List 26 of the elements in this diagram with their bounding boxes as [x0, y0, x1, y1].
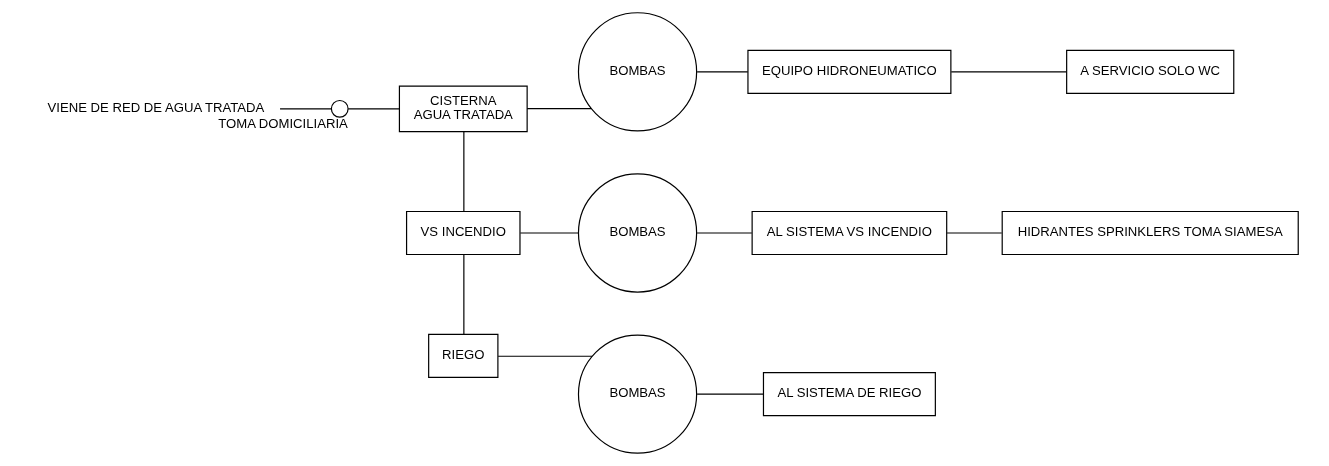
connector	[696, 393, 764, 395]
node-box: AL SISTEMA DE RIEGO	[762, 372, 936, 417]
connector	[462, 254, 464, 335]
connector	[278, 108, 332, 110]
connector	[526, 107, 592, 110]
connector	[696, 71, 748, 73]
connector	[696, 232, 752, 234]
node-box: HIDRANTES SPRINKLERS TOMA SIAMESA	[1001, 210, 1299, 256]
node-text: VIENE DE RED DE AGUA TRATADA	[47, 100, 264, 116]
connector	[462, 131, 464, 212]
node-circle	[330, 99, 349, 118]
node-label: TOMA DOMICILIARIA	[217, 115, 348, 131]
connector	[497, 355, 593, 357]
connector	[519, 232, 579, 234]
connector	[347, 108, 400, 110]
node-circle: BOMBAS	[577, 12, 697, 132]
connector	[946, 232, 1002, 234]
node-box: VS INCENDIO	[405, 210, 521, 256]
connector	[950, 71, 1067, 73]
node-circle: BOMBAS	[577, 173, 697, 293]
node-box: AL SISTEMA VS INCENDIO	[751, 210, 947, 256]
node-circle: BOMBAS	[577, 334, 697, 454]
node-box: RIEGO	[427, 333, 498, 379]
node-box: CISTERNA AGUA TRATADA	[398, 85, 528, 133]
node-box: EQUIPO HIDRONEUMATICO	[746, 49, 951, 94]
node-box: A SERVICIO SOLO WC	[1065, 49, 1234, 94]
